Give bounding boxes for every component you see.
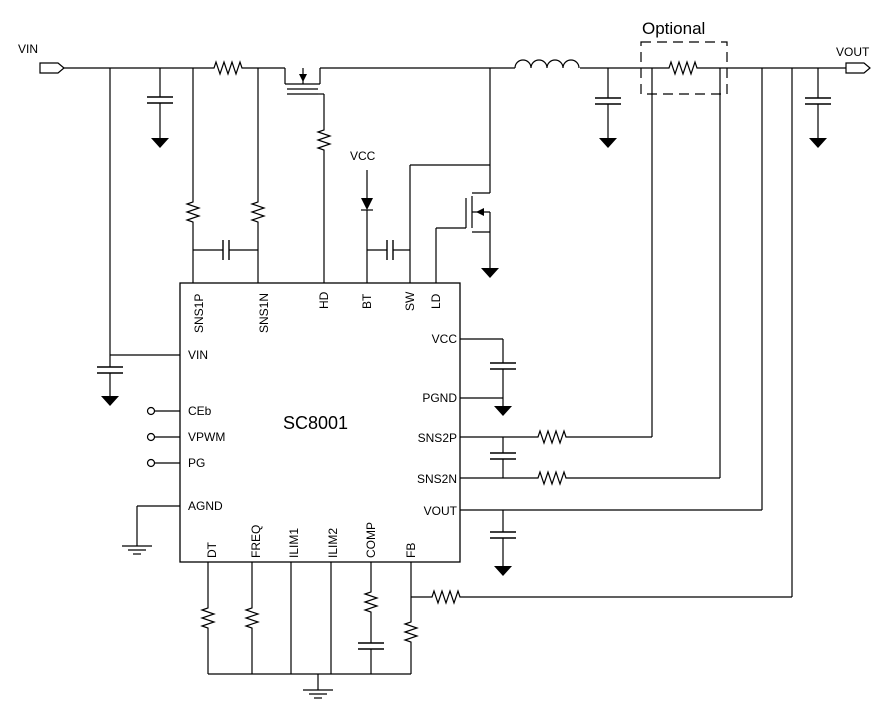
vin-port-label: VIN xyxy=(18,42,38,56)
output-capacitor-1 xyxy=(594,68,622,148)
sc8001-ic: SC8001 SNS1P SNS1N HD BT SW LD VIN CEb V… xyxy=(179,282,461,563)
pin-vpwm: VPWM xyxy=(188,430,225,444)
chip-name: SC8001 xyxy=(283,413,348,433)
pin-hd: HD xyxy=(317,291,331,309)
feedback-divider xyxy=(404,68,793,674)
pin-pg: PG xyxy=(188,456,205,470)
optional-sense-resistor: Optional xyxy=(640,19,728,95)
pin-sns1p: SNS1P xyxy=(192,294,206,333)
pin-comp: COMP xyxy=(364,522,378,558)
pin-ilim2: ILIM2 xyxy=(326,528,340,558)
vin-port: VIN xyxy=(18,42,65,74)
pin-vcc: VCC xyxy=(432,332,458,346)
input-capacitor xyxy=(146,68,174,148)
low-side-mosfet xyxy=(435,192,499,283)
pin-sns2n: SNS2N xyxy=(417,472,457,486)
inductor xyxy=(514,59,580,69)
high-side-mosfet xyxy=(284,68,331,283)
pin-sns1n: SNS1N xyxy=(257,293,271,333)
output-capacitor-2 xyxy=(804,68,832,148)
pin-vin: VIN xyxy=(188,348,208,362)
bootstrap-network: VCC xyxy=(350,149,410,283)
vin-pin-capacitor xyxy=(96,68,180,406)
vcc-label: VCC xyxy=(350,149,376,163)
open-pin-connectors xyxy=(146,406,180,468)
pin-freq: FREQ xyxy=(249,525,263,558)
vout-pin-network xyxy=(460,68,763,576)
sns1-filter-network xyxy=(186,68,265,283)
pin-ld: LD xyxy=(429,293,443,309)
bottom-pin-network xyxy=(201,562,411,699)
vout-port-label: VOUT xyxy=(836,45,870,59)
sense-resistor-1 xyxy=(209,61,247,75)
pin-pgnd: PGND xyxy=(422,391,457,405)
vcc-capacitor xyxy=(460,338,517,416)
optional-label: Optional xyxy=(642,19,705,38)
agnd-ground xyxy=(121,505,180,555)
pin-dt: DT xyxy=(205,541,219,558)
pin-bt: BT xyxy=(360,293,374,309)
pin-sns2p: SNS2P xyxy=(418,431,457,445)
vout-port: VOUT xyxy=(836,45,871,74)
switch-node xyxy=(409,68,491,283)
sns2-filter-network xyxy=(460,68,721,485)
pin-fb: FB xyxy=(404,543,418,558)
pin-ceb: CEb xyxy=(188,404,212,418)
pin-sw: SW xyxy=(403,291,417,311)
pin-ilim1: ILIM1 xyxy=(287,528,301,558)
pin-vout: VOUT xyxy=(424,504,458,518)
pin-agnd: AGND xyxy=(188,499,223,513)
